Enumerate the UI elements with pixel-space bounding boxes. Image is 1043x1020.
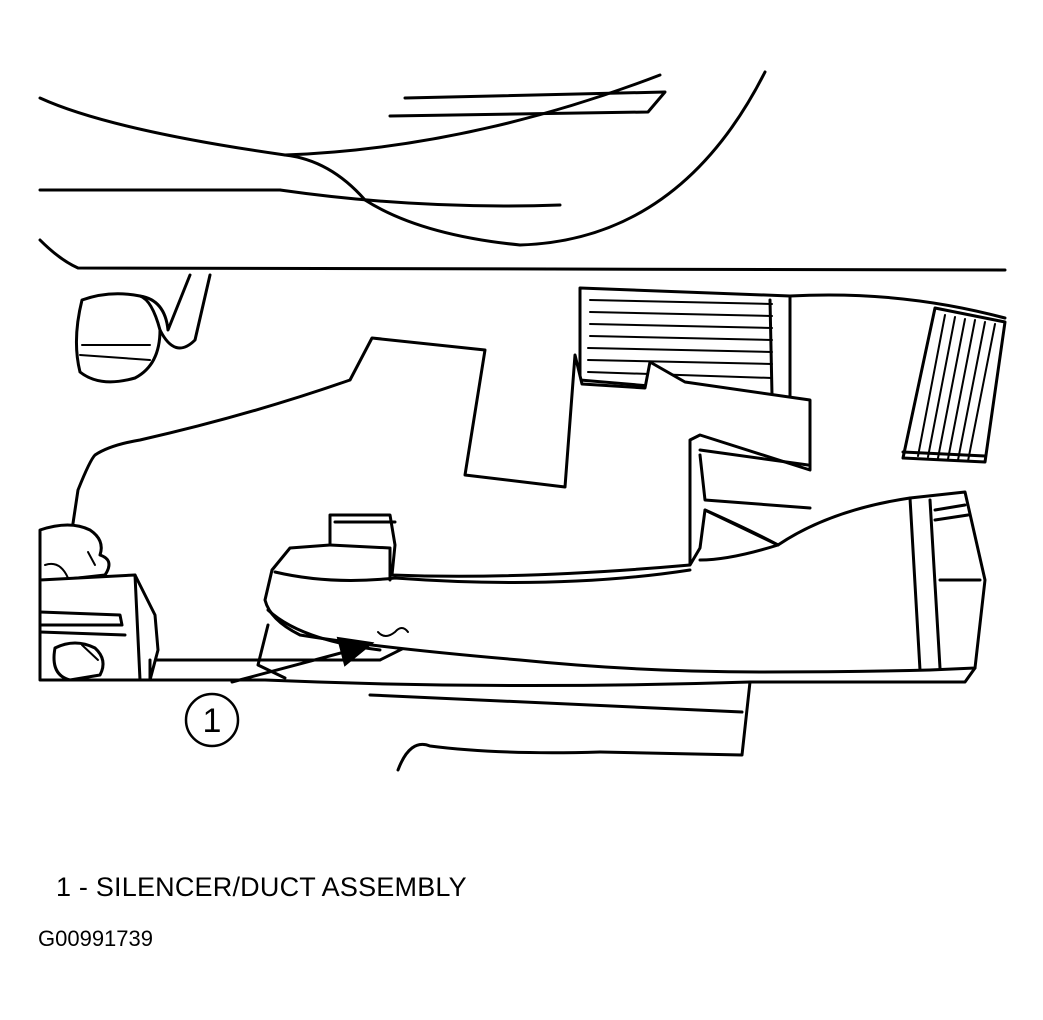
legend-entry-1: 1 - SILENCER/DUCT ASSEMBLY [56,872,467,903]
callout-1: 1 [184,636,375,748]
instrument-panel-upper [38,70,1007,272]
figure-id: G00991739 [38,926,153,951]
legend-number: 1 [56,872,72,902]
left-knob [74,273,212,384]
legend-description: SILENCER/DUCT ASSEMBLY [95,872,467,902]
legend-separator: - [71,872,96,902]
silencer-duct-illustration: 1 [38,70,1007,772]
callout-number: 1 [203,702,222,740]
callout-circle [184,692,240,748]
right-vent-grille [901,306,1007,464]
silencer-duct-assembly [148,490,987,772]
left-hand-bracket [38,523,160,682]
